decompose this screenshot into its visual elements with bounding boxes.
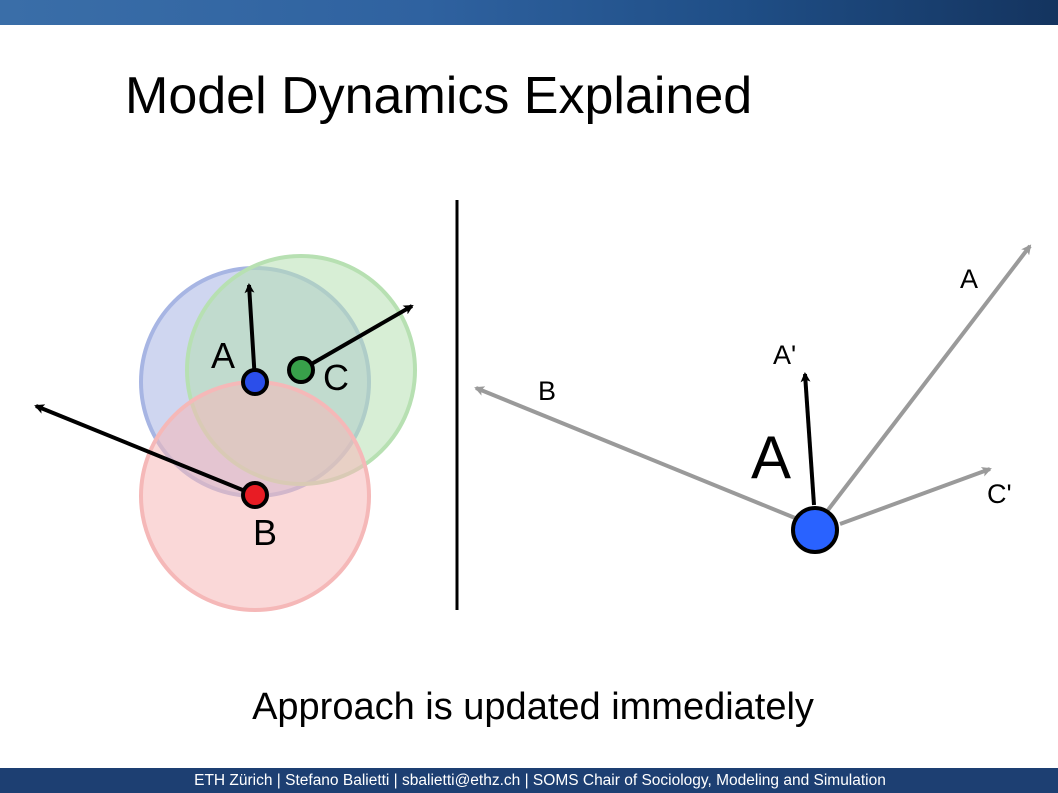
label-b-left: B xyxy=(253,512,277,553)
arrow-a-right xyxy=(826,244,1032,512)
label-a-prime: A' xyxy=(773,340,796,370)
label-b-right: B xyxy=(538,376,556,406)
arrow-c-prime xyxy=(839,467,992,526)
arrow-b-right xyxy=(474,386,801,522)
right-diagram: A A' B C' A xyxy=(474,244,1032,554)
label-a-center: A xyxy=(751,424,791,491)
footer-text: ETH Zürich | Stefano Balietti | sbaliett… xyxy=(194,771,886,789)
footer-bar: ETH Zürich | Stefano Balietti | sbaliett… xyxy=(0,768,1058,793)
top-bar xyxy=(0,0,1058,25)
model-dynamics-diagram: A C B A A' B C' A xyxy=(34,200,1032,612)
agent-c-dot xyxy=(287,356,315,384)
agent-center-dot xyxy=(791,506,839,554)
arrow-c-left xyxy=(300,304,414,372)
label-c-left: C xyxy=(323,357,349,398)
slide-caption: Approach is updated immediately xyxy=(252,686,814,728)
arrow-a-prime xyxy=(800,372,816,506)
arrow-b-left xyxy=(34,404,256,497)
left-diagram: A C B xyxy=(34,254,417,612)
agent-b-dot xyxy=(241,481,269,509)
label-a-left: A xyxy=(211,335,235,376)
label-c-prime: C' xyxy=(987,479,1012,509)
agent-a-dot xyxy=(241,368,269,396)
slide-title: Model Dynamics Explained xyxy=(125,67,753,125)
label-a-right: A xyxy=(960,264,978,294)
arrow-a-left xyxy=(244,283,257,382)
